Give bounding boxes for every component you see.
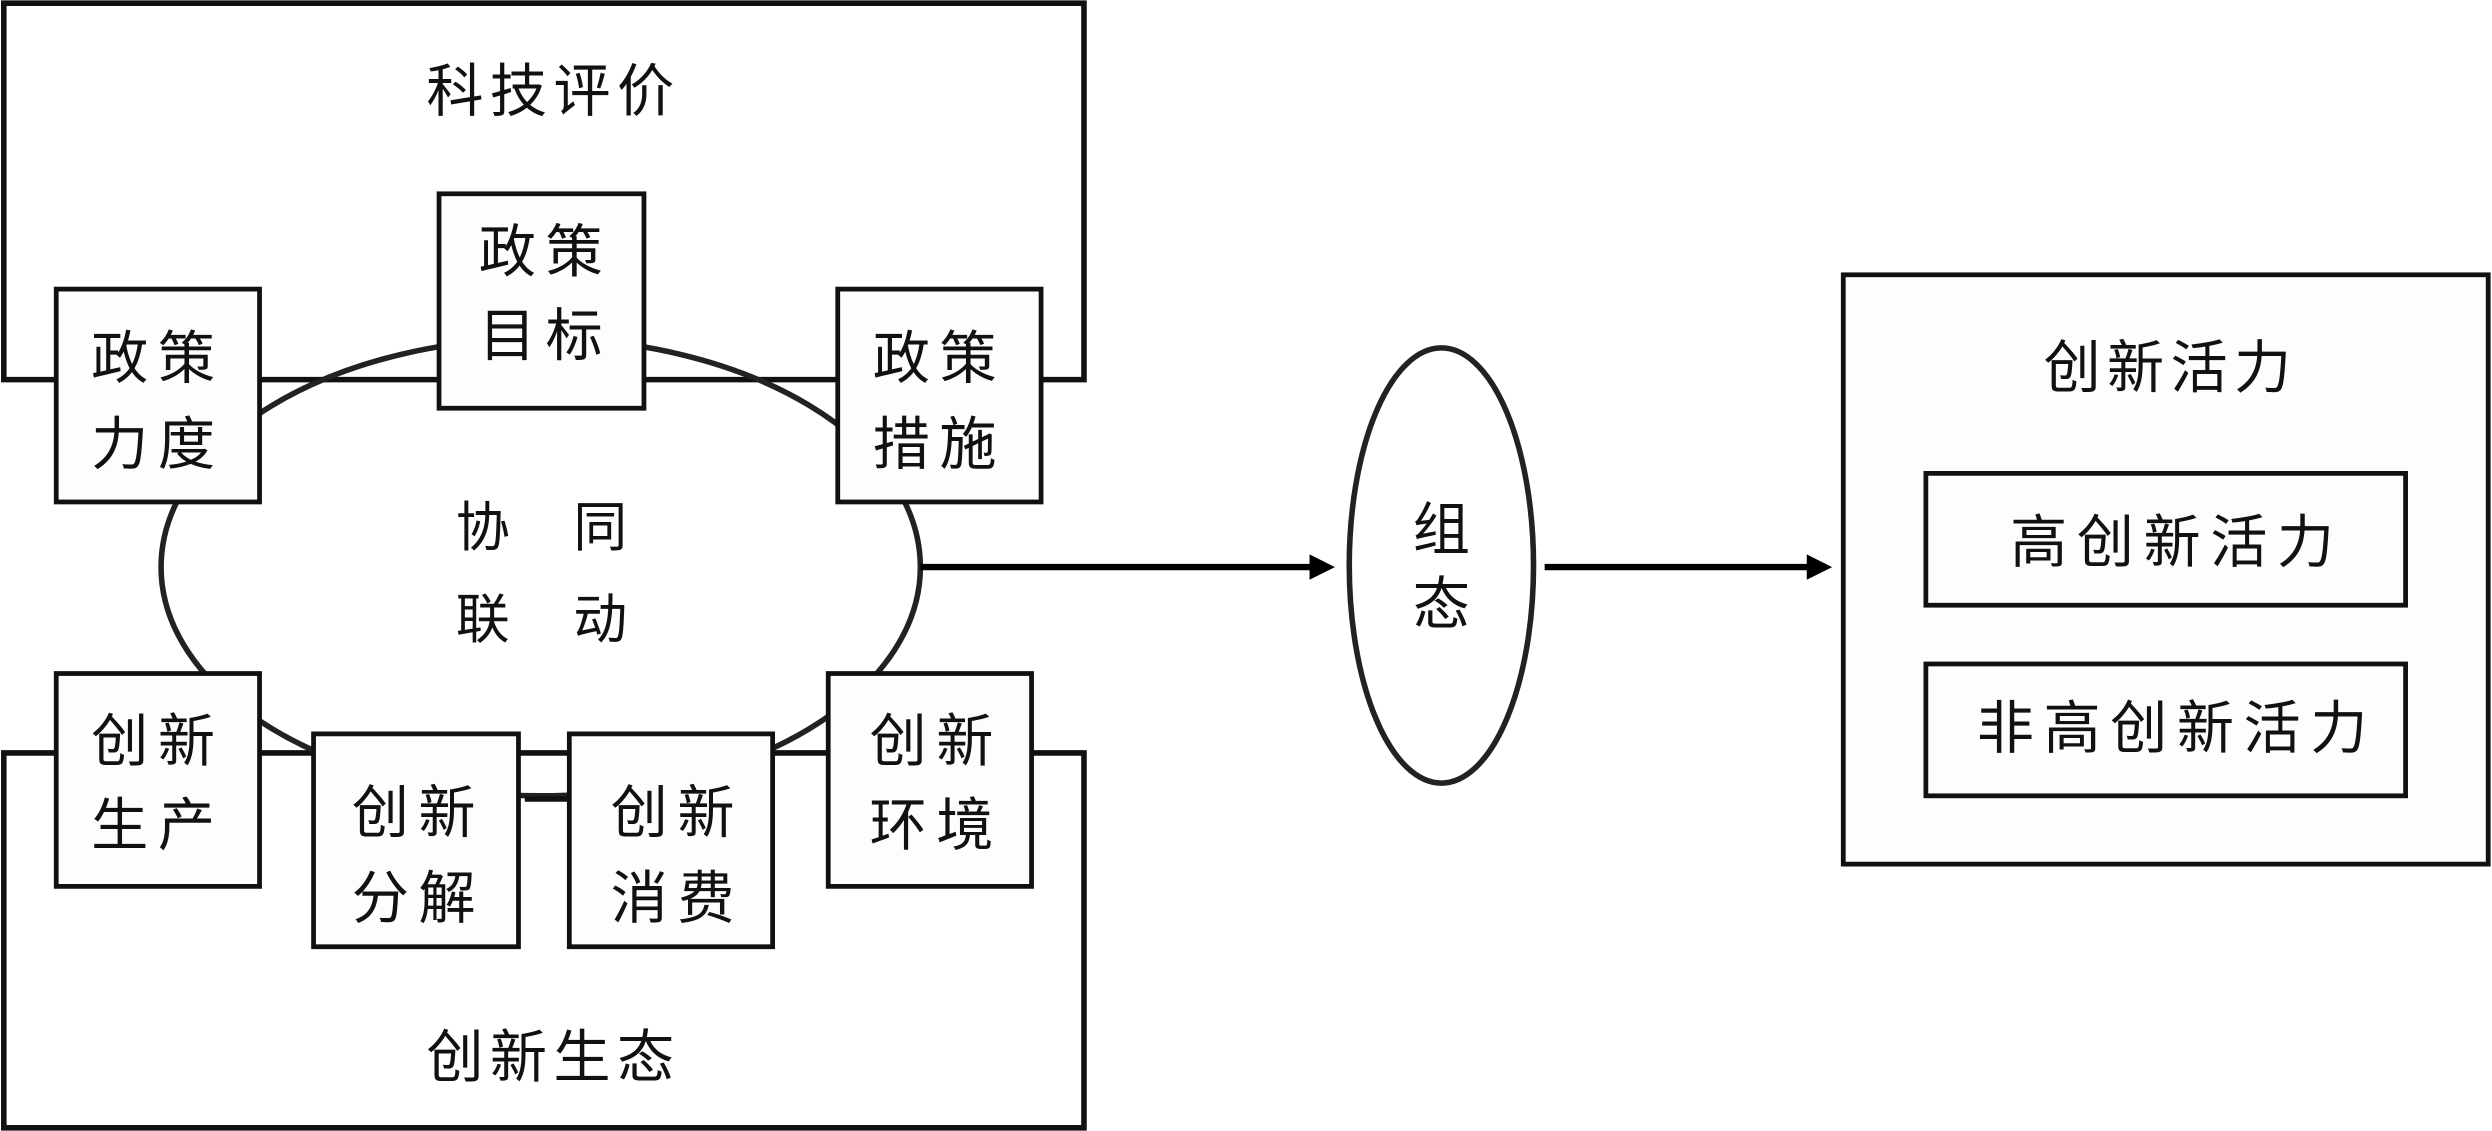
outcome-high-label: 高创新活力 [2010, 510, 2344, 576]
node-label-line1: 政策 [91, 326, 224, 392]
node-label-line1: 创新 [870, 709, 1003, 775]
node-label-line2: 分解 [352, 866, 485, 932]
node-label-line2: 目标 [479, 304, 612, 370]
arrow-head-icon [1309, 554, 1335, 580]
node-box [53, 671, 262, 889]
arrow-to-configuration [920, 554, 1335, 580]
node-label-line1: 政策 [873, 326, 1006, 392]
node-label-line2: 措施 [873, 412, 1006, 478]
innovation-ecology-title: 创新生态 [426, 1025, 680, 1091]
node-box [835, 286, 1044, 505]
innovation-vitality-group: 创新活力 高创新活力 非高创新活力 [1840, 272, 2491, 867]
outcome-non-high-label: 非高创新活力 [1977, 696, 2377, 762]
node-box [825, 671, 1034, 889]
node-label-line2: 力度 [91, 412, 224, 478]
policy-node-measures: 政策 措施 [835, 286, 1044, 505]
policy-node-goal: 政策 目标 [436, 191, 647, 411]
configuration-label-line2: 态 [1413, 572, 1480, 638]
node-label-line1: 创新 [611, 780, 744, 846]
node-box [311, 731, 521, 950]
node-box [53, 286, 262, 505]
outcome-option-box [1923, 470, 2408, 608]
ecology-node-environment: 创新 环境 [825, 671, 1034, 889]
node-label-line1: 创新 [352, 780, 485, 846]
tech-evaluation-group: 科技评价 [1, 0, 1087, 383]
configuration-ellipse [1346, 345, 1537, 786]
node-box [566, 731, 776, 950]
innovation-ecology-group: 创新生态 [1, 750, 1087, 1131]
node-label-line2: 消费 [611, 866, 744, 932]
ecology-node-decomposition: 创新 分解 [311, 731, 521, 950]
innovation-ecology-frame [1, 750, 1087, 1131]
configuration-label-line1: 组 [1413, 498, 1480, 564]
innovation-vitality-title: 创新活力 [2043, 336, 2297, 402]
node-label-line2: 环境 [870, 793, 1003, 859]
arrow-head-icon [1806, 554, 1833, 580]
node-label-line1: 创新 [91, 709, 224, 775]
tech-evaluation-frame [1, 0, 1087, 383]
node-box [436, 191, 647, 411]
coordination-label-line2: 联 动 [456, 588, 632, 651]
tech-evaluation-title: 科技评价 [426, 59, 680, 125]
outcome-option-box [1923, 661, 2408, 799]
coordination-label-line1: 协 同 [456, 496, 632, 559]
arrow-to-outcome [1544, 554, 1833, 580]
policy-node-strength: 政策 力度 [53, 286, 262, 505]
node-label-line1: 政策 [479, 220, 612, 286]
node-label-line2: 生产 [91, 793, 224, 859]
configuration-node: 组 态 [1346, 345, 1537, 786]
ecology-node-consumption: 创新 消费 [566, 731, 776, 950]
ecology-node-production: 创新 生产 [53, 671, 262, 889]
